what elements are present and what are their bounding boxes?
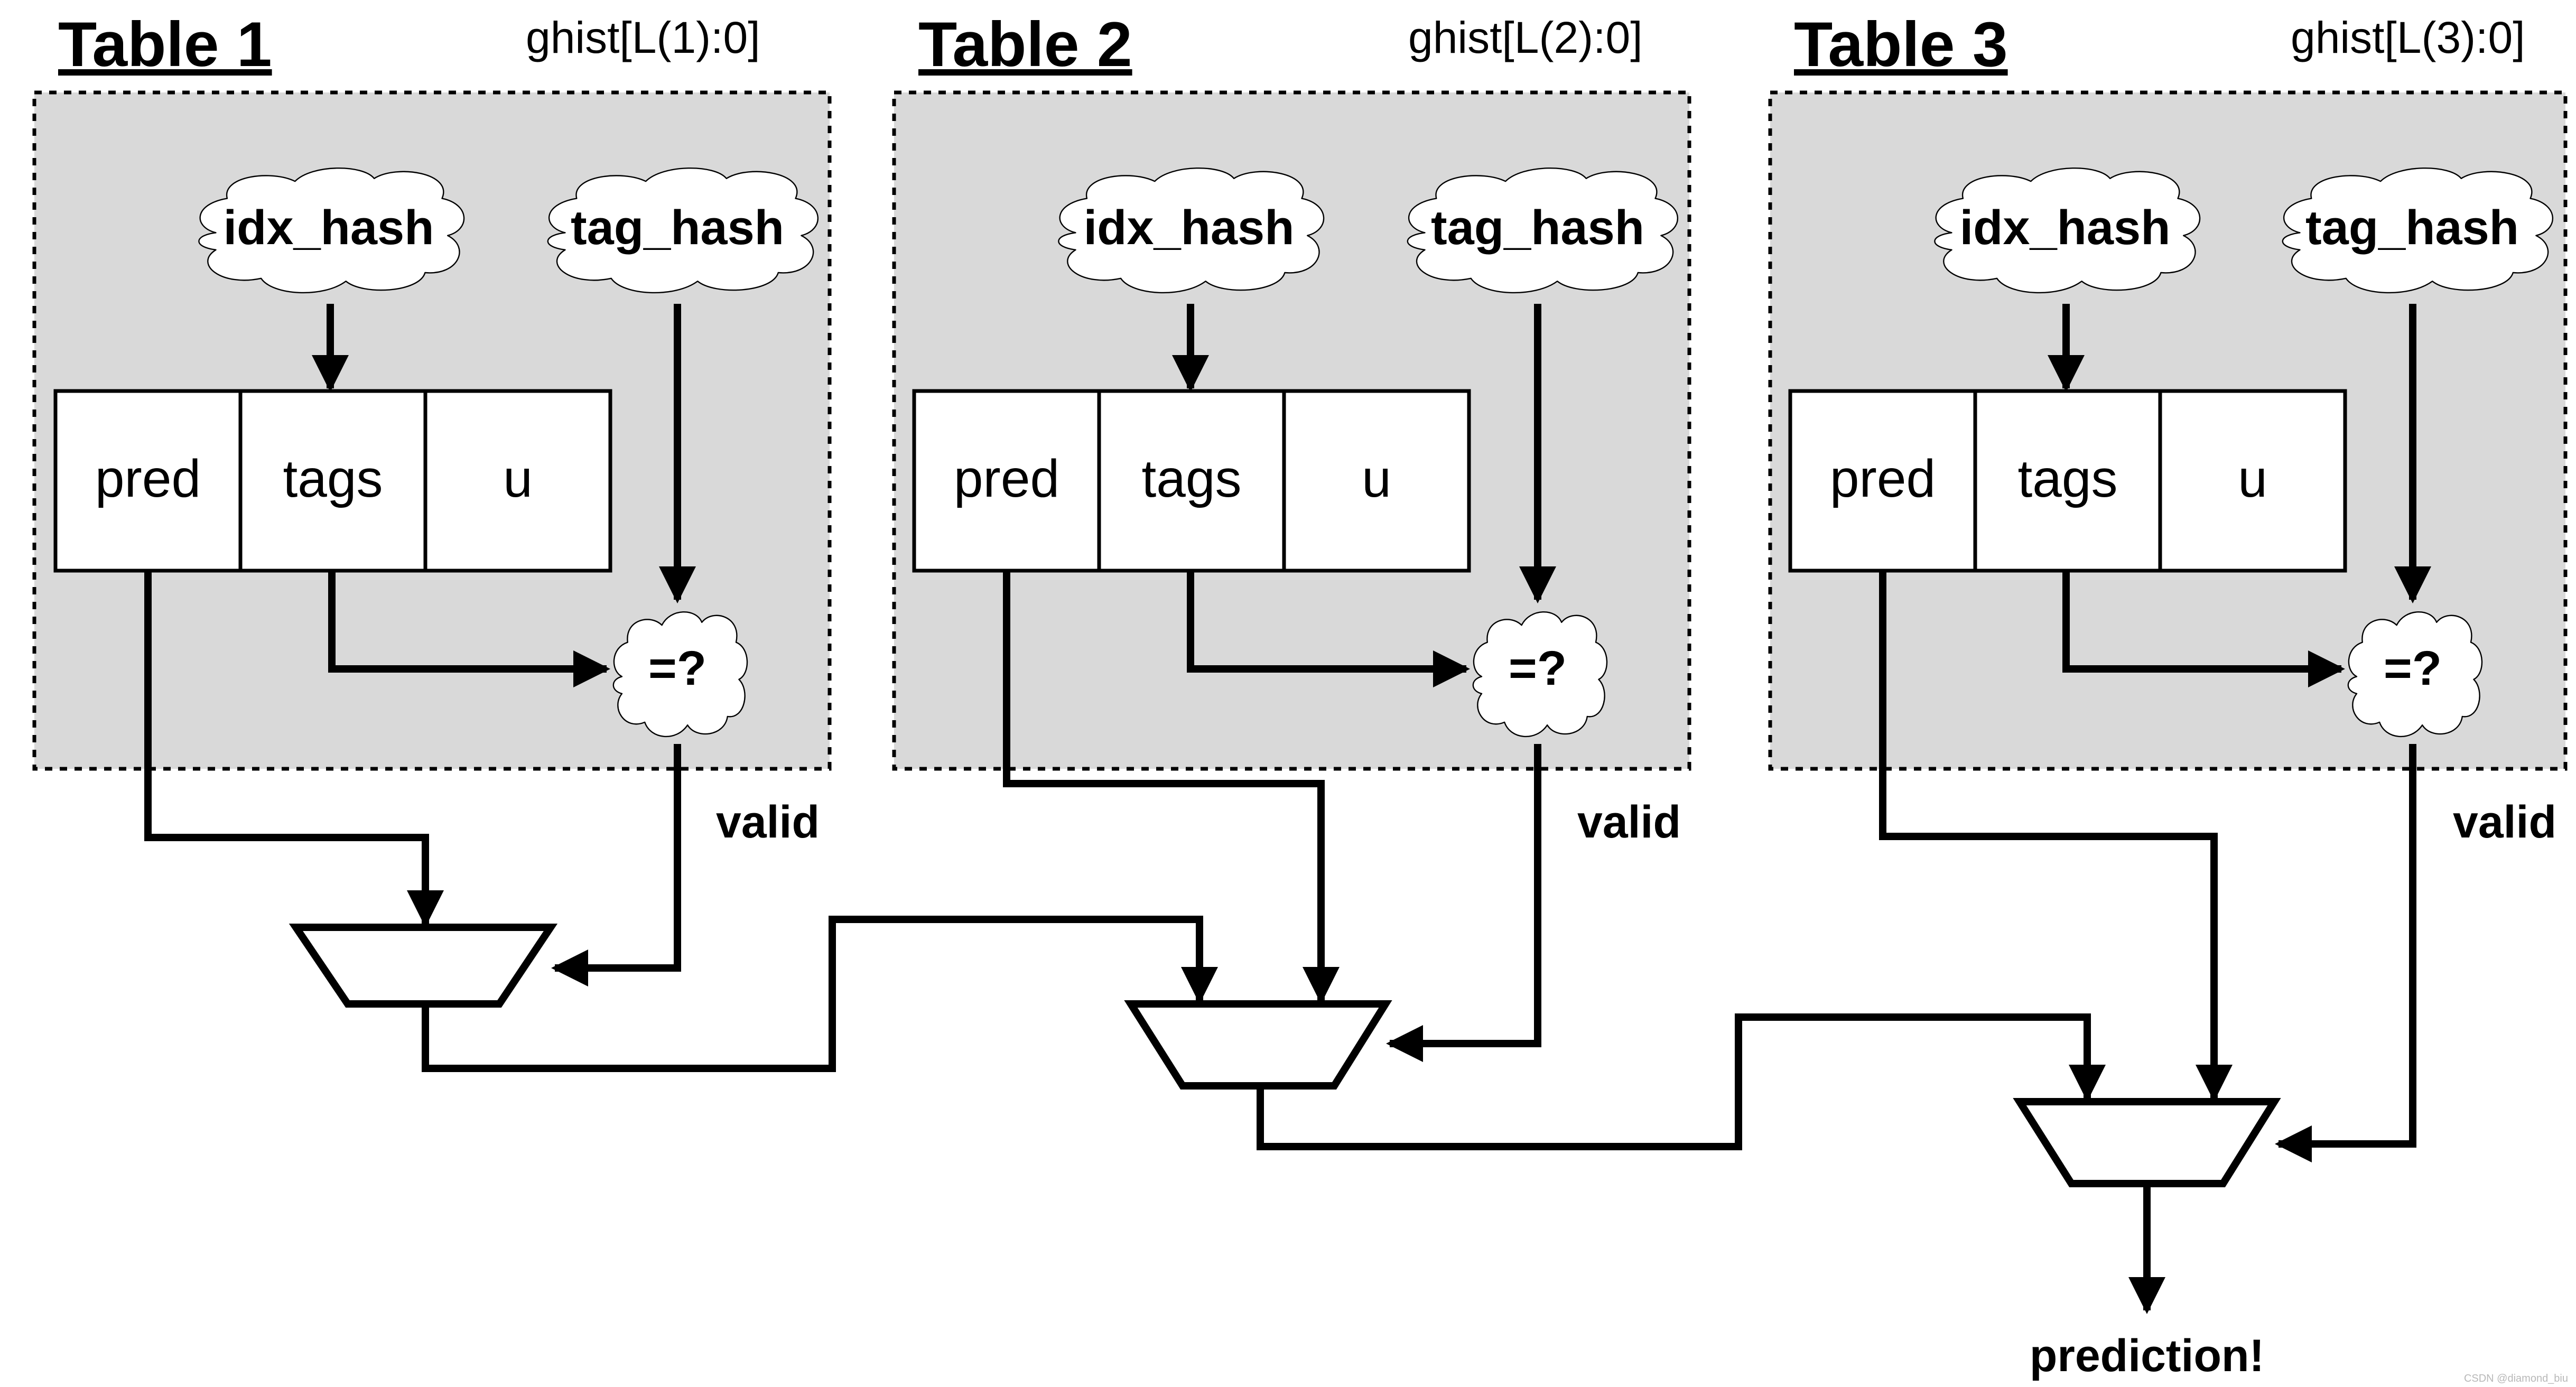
table-1-compare-cloud: =? [613, 612, 747, 737]
table-2-idx-hash-cloud: idx_hash [1058, 168, 1324, 293]
watermark: CSDN @diamond_biu [2464, 1373, 2568, 1384]
table-3-tag-hash-cloud: tag_hash [2283, 168, 2553, 293]
table-2-tag-hash-cloud: tag_hash [1408, 168, 1678, 293]
table-3-ghist-label: ghist[L(3):0] [2291, 13, 2525, 62]
table-2-entry: pred tags u [912, 389, 1471, 573]
table-3-tags-to-compare-wire [2062, 571, 2345, 687]
mux-3 [2013, 1098, 2281, 1187]
table-1-valid-label: valid [716, 797, 820, 848]
table-1-valid-to-mux-1-wire [551, 744, 681, 986]
table-2-cell-u [1282, 389, 1471, 573]
table-3-tags-label: tags [2017, 449, 2117, 508]
table-3-pred-label: pred [1830, 449, 1936, 508]
table-1-entry: pred tags u [53, 389, 612, 573]
table-2-ghist-label: ghist[L(2):0] [1408, 13, 1643, 62]
mux-2 [1124, 1000, 1392, 1090]
mux-1 [289, 924, 558, 1008]
table-3-u-label: u [2238, 449, 2267, 508]
table-1-group: Table 1 ghist[L(1):0] idx_hash tag_hash … [32, 9, 832, 848]
table-1-cell-u [423, 389, 612, 573]
table-2-title: Table 2 [918, 9, 1132, 80]
table-2-pred-to-mux-2-wire [1003, 571, 1340, 1004]
table-2-pred-label: pred [954, 449, 1059, 508]
table-2-compare-label: =? [1509, 641, 1567, 695]
table-1-idx-hash-cloud: idx_hash [199, 168, 464, 293]
prediction-label: prediction! [2030, 1330, 2264, 1381]
table-3-pred-to-mux-3-wire [1879, 571, 2233, 1102]
table-1-cell-tags [238, 389, 427, 573]
table-1-compare-label: =? [648, 641, 706, 695]
table-2-tags-to-compare-wire [1187, 571, 1470, 687]
table-1-pred-label: pred [95, 449, 201, 508]
table-3-cell-u [2158, 389, 2347, 573]
table-3-valid-label: valid [2453, 797, 2556, 848]
table-3-compare-label: =? [2384, 641, 2442, 695]
table-2-valid-to-mux-2-wire [1386, 744, 1541, 1062]
table-1-tag-hash-cloud: tag_hash [548, 168, 818, 293]
table-1-tag-hash-label: tag_hash [571, 201, 784, 255]
table-3-cell-pred [1788, 389, 1977, 573]
table-1-u-label: u [503, 449, 533, 508]
table-1-title: Table 1 [58, 9, 272, 80]
table-2-tag-hash-label: tag_hash [1431, 201, 1644, 255]
table-2-compare-cloud: =? [1473, 612, 1607, 737]
table-3-idx-hash-cloud: idx_hash [1935, 168, 2200, 293]
table-1-pred-to-mux-1-wire [144, 571, 444, 927]
table-3-compare-cloud: =? [2348, 612, 2482, 737]
table-1-ghist-label: ghist[L(1):0] [526, 13, 760, 62]
table-3-title: Table 3 [1794, 9, 2008, 80]
table-1-idx-hash-label: idx_hash [224, 201, 434, 255]
mux-2-out-to-mux-3-wire [1257, 1013, 2106, 1150]
table-2-idx-hash-label: idx_hash [1084, 201, 1295, 255]
table-2-cell-tags [1097, 389, 1286, 573]
table-1-tags-label: tags [283, 449, 383, 508]
table-3-group: Table 3 ghist[L(3):0] idx_hash tag_hash … [1768, 9, 2568, 848]
table-3-tag-hash-label: tag_hash [2305, 201, 2519, 255]
table-1-cell-pred [53, 389, 243, 573]
table-3-entry: pred tags u [1788, 389, 2347, 573]
table-3-idx-hash-label: idx_hash [1960, 201, 2171, 255]
table-2-cell-pred [912, 389, 1101, 573]
table-1-tags-to-compare-wire [328, 571, 610, 687]
table-2-group: Table 2 ghist[L(2):0] idx_hash tag_hash … [892, 9, 1691, 848]
table-2-tags-label: tags [1141, 449, 1241, 508]
table-3-cell-tags [1973, 389, 2162, 573]
table-2-u-label: u [1362, 449, 1391, 508]
table-2-valid-label: valid [1577, 797, 1681, 848]
table-3-valid-to-mux-3-wire [2275, 744, 2416, 1162]
mux-1-out-to-mux-2-wire [422, 916, 1218, 1072]
